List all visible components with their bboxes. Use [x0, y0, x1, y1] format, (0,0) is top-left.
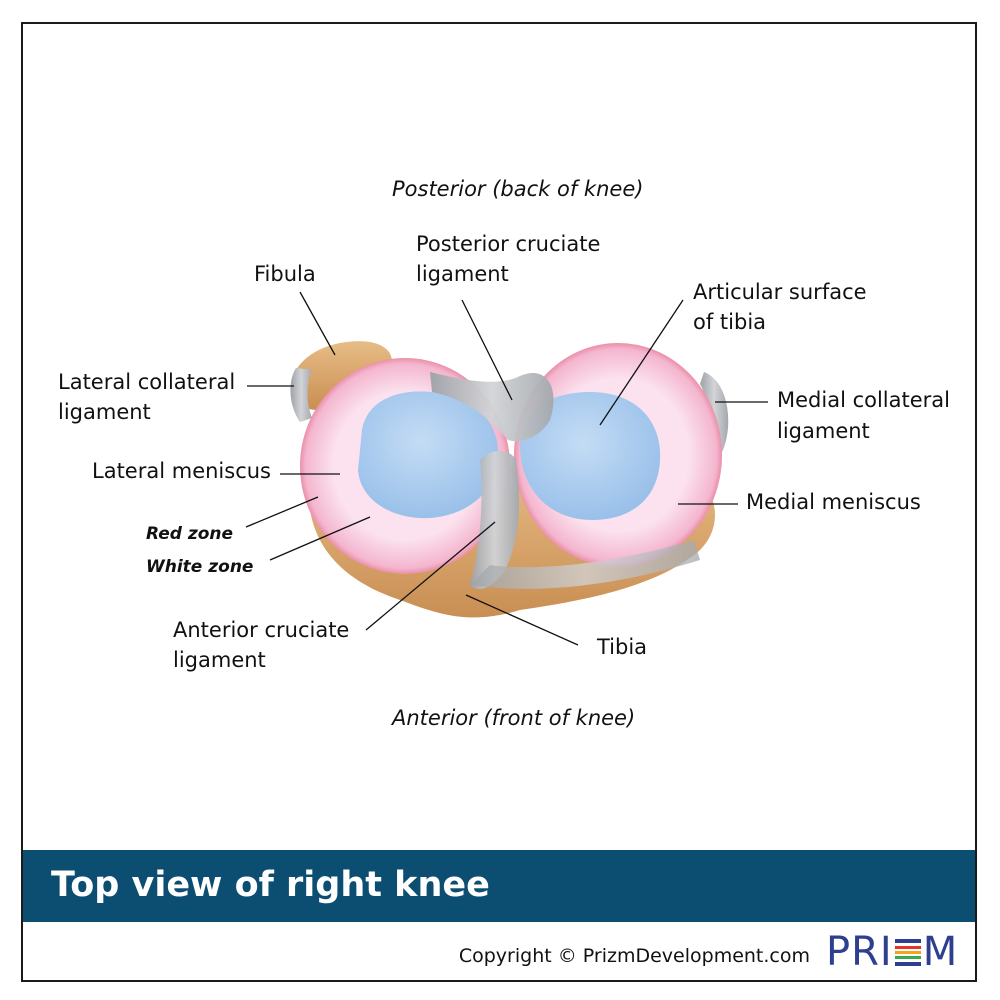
- articular-surface-lateral: [358, 391, 499, 519]
- lcl-label-line2: ligament: [58, 400, 151, 424]
- copyright-text: Copyright © PrizmDevelopment.com: [458, 945, 810, 967]
- articular-label-line2: of tibia: [693, 310, 767, 334]
- leader-white-zone: [269, 516, 371, 561]
- acl-label-line2: ligament: [173, 648, 266, 672]
- fibula-label: Fibula: [254, 262, 316, 286]
- red-zone-label: Red zone: [146, 524, 234, 544]
- leader-acl: [365, 521, 496, 631]
- mcl-label-line2: ligament: [777, 419, 870, 443]
- anterior-horn-ligament: [470, 540, 700, 589]
- anterior-label: Anterior (front of knee): [392, 706, 636, 730]
- mcl-label-line1: Medial collateral: [777, 388, 951, 412]
- title-banner: Top view of right knee: [23, 850, 975, 922]
- anterior-cruciate-ligament: [470, 451, 520, 590]
- posterior-label: Posterior (back of knee): [392, 177, 644, 201]
- logo-prism-bars-icon: [894, 939, 921, 966]
- lateral-meniscus-label: Lateral meniscus: [92, 459, 271, 483]
- leader-fibula: [299, 291, 336, 356]
- medial-meniscus-label: Medial meniscus: [746, 490, 921, 514]
- articular-surface-medial: [520, 392, 661, 520]
- leader-tibia: [465, 594, 579, 646]
- lateral-collateral-ligament: [290, 368, 312, 422]
- lcl-label-line1: Lateral collateral: [58, 370, 236, 394]
- posterior-cruciate-ligament: [430, 372, 554, 442]
- prizm-logo: PRI M: [826, 928, 958, 976]
- pcl-label-line2: ligament: [416, 262, 509, 286]
- acl-label-line1: Anterior cruciate: [173, 618, 350, 642]
- fibula-bone: [291, 341, 392, 410]
- articular-label-line1: Articular surface: [693, 280, 867, 304]
- tibia-label: Tibia: [597, 635, 648, 659]
- leader-pcl: [461, 299, 513, 401]
- logo-text-right: M: [922, 929, 959, 975]
- banner-title: Top view of right knee: [51, 865, 490, 905]
- logo-text-left: PRI: [826, 929, 893, 975]
- pcl-label-line1: Posterior cruciate: [416, 232, 601, 256]
- leader-red-zone: [245, 496, 319, 528]
- white-zone-label: White zone: [146, 557, 254, 577]
- leader-articular: [599, 299, 684, 426]
